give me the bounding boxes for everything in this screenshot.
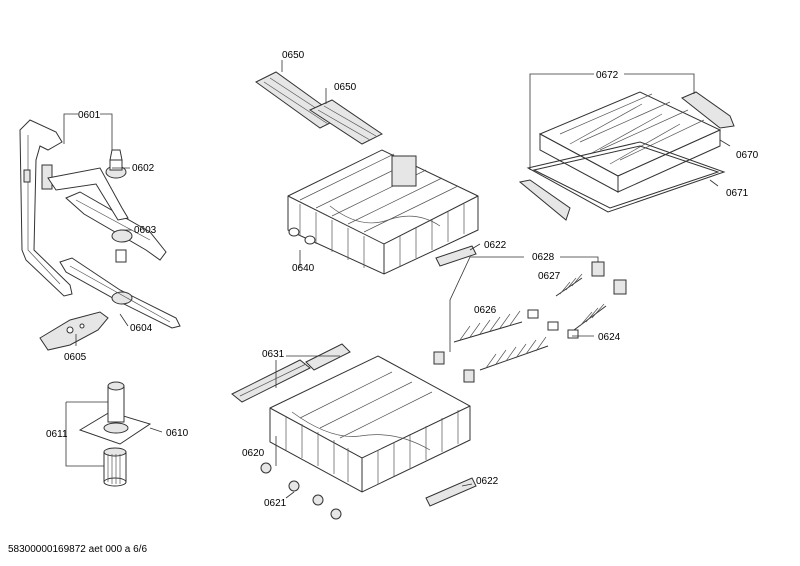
filter-cylinder-0611 — [103, 447, 127, 487]
upper-basket-0640 — [287, 149, 479, 275]
upper-spray-arm-0603 — [47, 167, 167, 263]
label-0622-upper: 0622 — [484, 240, 507, 251]
tine-rack-0626 — [453, 310, 549, 371]
tray-frame-0671 — [526, 141, 726, 213]
label-0605: 0605 — [64, 352, 87, 363]
label-0670: 0670 — [736, 150, 759, 161]
lower-spray-arm-0604 — [59, 257, 181, 329]
handle-0622-lower — [425, 477, 477, 507]
filter-plate-0610 — [78, 381, 152, 445]
lower-basket — [269, 355, 471, 493]
label-0628: 0628 — [532, 252, 555, 263]
label-0624: 0624 — [598, 332, 621, 343]
filter-disc-0605 — [39, 311, 109, 351]
holders-0624 — [527, 309, 579, 339]
clips-0628 — [591, 261, 627, 295]
clip-strip-0650-b — [308, 99, 383, 145]
label-0622-lower: 0622 — [476, 476, 499, 487]
water-supply-pipe — [19, 119, 73, 297]
label-0650-b: 0650 — [334, 82, 357, 93]
part-labels: 0650 0650 0601 0602 0603 0604 0605 0611 … — [46, 50, 759, 509]
label-0626: 0626 — [474, 305, 497, 316]
label-0601: 0601 — [78, 110, 101, 121]
label-0672: 0672 — [596, 70, 619, 81]
wheels-0620-0621 — [260, 462, 342, 520]
label-0640: 0640 — [292, 263, 315, 274]
label-0671: 0671 — [726, 188, 749, 199]
leader-lines — [63, 60, 731, 499]
label-0611: 0611 — [46, 429, 68, 440]
label-0621: 0621 — [264, 498, 287, 509]
tine-rack-right — [573, 303, 607, 331]
tray-rail-left — [518, 179, 571, 221]
clip-strip-0631 — [231, 343, 351, 403]
label-0627: 0627 — [538, 271, 561, 282]
label-0604: 0604 — [130, 323, 153, 334]
label-0602: 0602 — [132, 163, 155, 174]
label-0650-a: 0650 — [282, 50, 305, 61]
label-0631: 0631 — [262, 349, 285, 360]
label-0603: 0603 — [134, 225, 157, 236]
tine-rack-0627 — [555, 273, 583, 297]
nozzle-0602 — [105, 149, 127, 179]
label-0620: 0620 — [242, 448, 265, 459]
hinge-parts-left — [433, 351, 475, 383]
document-footer: 58300000169872 aet 000 a 6/6 — [8, 544, 148, 555]
handle-0622-upper — [435, 245, 477, 267]
label-0610: 0610 — [166, 428, 189, 439]
